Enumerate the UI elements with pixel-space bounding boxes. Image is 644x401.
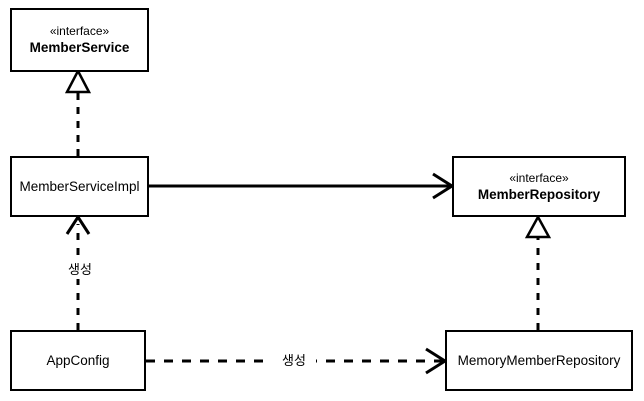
class-name-label: MemberRepository: [477, 186, 601, 202]
class-name-label: AppConfig: [46, 353, 110, 368]
class-box-member-repository[interactable]: «interface» MemberRepository: [452, 156, 626, 217]
class-name-label: MemberServiceImpl: [19, 179, 140, 194]
hollow-triangle-arrowhead-up-left: [64, 68, 92, 94]
class-box-member-service-impl[interactable]: MemberServiceImpl: [10, 156, 149, 217]
edge-memory-realizes-repository: [524, 214, 552, 330]
stereotype-label: «interface»: [49, 24, 110, 38]
edge-appconfig-creates-impl: [65, 214, 91, 330]
class-box-memory-member-repository[interactable]: MemoryMemberRepository: [445, 330, 633, 391]
class-name-label: MemoryMemberRepository: [457, 353, 621, 368]
class-box-app-config[interactable]: AppConfig: [10, 330, 146, 391]
hollow-triangle-arrowhead-up-right: [524, 214, 552, 239]
class-box-member-service[interactable]: «interface» MemberService: [10, 8, 149, 72]
stereotype-label: «interface»: [509, 170, 569, 185]
class-name-label: MemberService: [29, 40, 130, 55]
edge-impl-realizes-service: [64, 68, 92, 156]
edge-label-create-bottom: 생성: [272, 352, 316, 370]
open-arrowhead-up-left: [65, 214, 91, 235]
edge-label-create-left: 생성: [55, 261, 105, 279]
edge-impl-uses-repository: [149, 172, 455, 200]
